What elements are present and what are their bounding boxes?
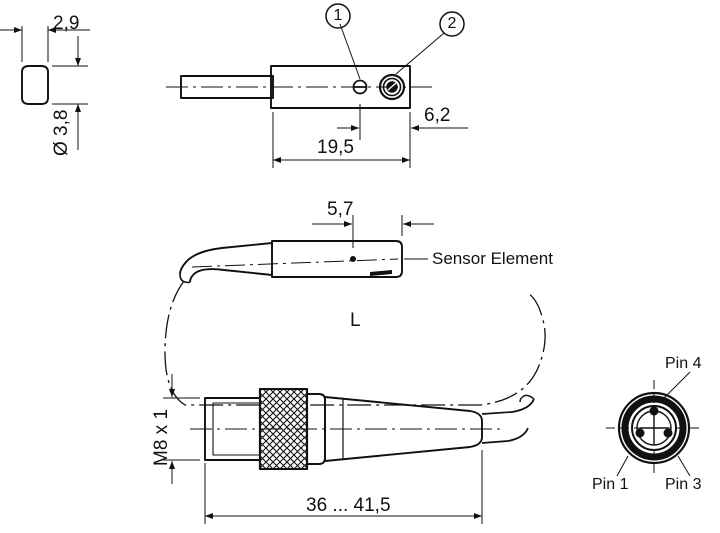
- cable-length-label: L: [350, 310, 361, 331]
- cable-path-L: [164, 280, 546, 406]
- callout-1-label: 1: [333, 7, 343, 24]
- pin-4-label: Pin 4: [665, 355, 702, 372]
- element-marking: [370, 270, 392, 276]
- callout-leaders: [339, 23, 445, 80]
- pin-leader-lines: [616, 371, 691, 477]
- dim-element-offset: 5,7: [327, 199, 354, 220]
- pin-3-label: Pin 3: [665, 476, 702, 493]
- pin-contacts: [635, 406, 673, 438]
- dim-connector-thread: M8 x 1: [151, 408, 172, 466]
- pin-1-label: Pin 1: [592, 476, 629, 493]
- dim-cross-section-diameter: Ø 3,8: [51, 109, 72, 156]
- head-dim-lines: [272, 104, 468, 168]
- element-dim-lines: [312, 215, 434, 248]
- dim-head-offset: 6,2: [424, 105, 451, 126]
- dim-connector-length: 36 ... 41,5: [306, 495, 391, 516]
- sensor-element-body: [179, 240, 403, 284]
- dim-head-length: 19,5: [317, 137, 354, 158]
- connector-socket: [378, 73, 406, 101]
- callout-circles: [325, 3, 465, 37]
- callout-2-label: 2: [447, 15, 457, 32]
- element-centerline: [191, 258, 399, 268]
- led-indicator: [352, 79, 368, 95]
- dim-cross-section-width: 2,9: [53, 13, 80, 34]
- cross-section-dim-lines: [0, 26, 90, 150]
- sensor-element-label: Sensor Element: [432, 249, 553, 268]
- cross-section-profile: [21, 65, 49, 105]
- pin-inner-lines: [640, 412, 668, 444]
- connector-dim-lines: [163, 374, 483, 524]
- sensor-spot: [350, 256, 356, 262]
